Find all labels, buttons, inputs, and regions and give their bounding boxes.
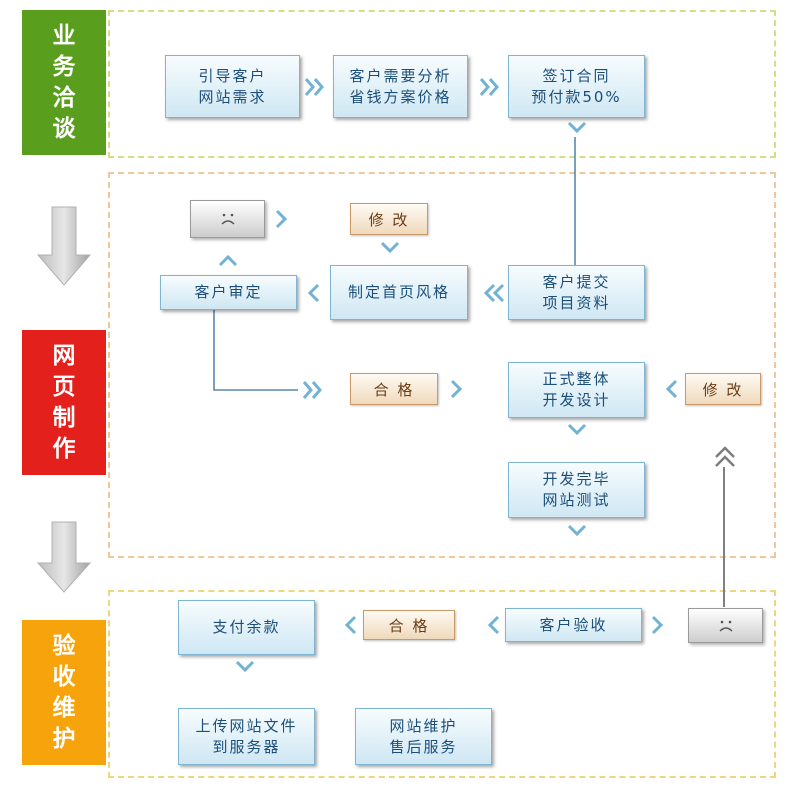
section-acceptance-maintenance [108,590,776,778]
sad-face-icon [221,213,234,225]
step-line: 客户需要分析 [349,66,452,85]
step-line: 支付余款 [212,618,281,636]
approved-tag: 合 格 [350,373,438,405]
step-line: 上传网站文件 [195,716,298,735]
step-line: 客户验收 [539,615,608,634]
step-line: 省钱方案价格 [349,87,452,106]
stage-label: 验收维护 [52,632,76,752]
step-line: 制定首页风格 [347,283,450,301]
step-line: 引导客户 [198,66,267,85]
stage-down-arrow-icon [36,521,92,593]
stage-label: 业务洽谈 [52,22,76,142]
step-customer-acceptance: 客户验收 [505,608,642,642]
sad-face-icon [719,620,732,632]
step-line: 到服务器 [212,737,281,756]
step-line: 开发设计 [542,391,611,409]
step-full-development: 正式整体 开发设计 [508,362,645,418]
step-guide-customer: 引导客户 网站需求 [165,55,300,118]
stage-label: 网页制作 [52,342,76,462]
rejected-indicator [688,608,763,643]
step-needs-analysis: 客户需要分析 省钱方案价格 [333,55,468,118]
step-line: 网站维护 [389,716,458,735]
step-upload-files: 上传网站文件 到服务器 [178,708,315,765]
revise-tag-right: 修 改 [685,373,761,405]
stage-acceptance-maintenance: 验收维护 [22,620,106,765]
stage-web-production: 网页制作 [22,330,106,475]
stage-business-negotiation: 业务洽谈 [22,10,106,155]
step-testing: 开发完毕 网站测试 [508,462,645,518]
step-line: 签订合同 [542,66,611,85]
step-line: 项目资料 [542,293,611,312]
step-homepage-style: 制定首页风格 [330,265,468,320]
step-line: 客户提交 [542,272,611,291]
step-sign-contract: 签订合同 预付款50% [508,55,645,118]
step-pay-balance: 支付余款 [178,600,315,655]
step-line: 售后服务 [389,737,458,756]
step-line: 网站需求 [198,87,267,106]
stage-down-arrow-icon [36,206,92,286]
step-line: 预付款50% [531,87,622,106]
step-maintenance: 网站维护 售后服务 [355,708,492,765]
step-submit-materials: 客户提交 项目资料 [508,265,645,320]
step-customer-review: 客户审定 [160,275,297,310]
approved-tag: 合 格 [363,610,455,640]
step-line: 客户审定 [194,283,263,301]
step-line: 开发完毕 [542,470,611,488]
revise-tag-top: 修 改 [350,203,428,235]
section-web-production [108,172,776,558]
rejected-indicator [190,200,265,238]
section-business-negotiation [108,10,776,158]
step-line: 网站测试 [542,491,611,509]
step-line: 正式整体 [542,370,611,388]
